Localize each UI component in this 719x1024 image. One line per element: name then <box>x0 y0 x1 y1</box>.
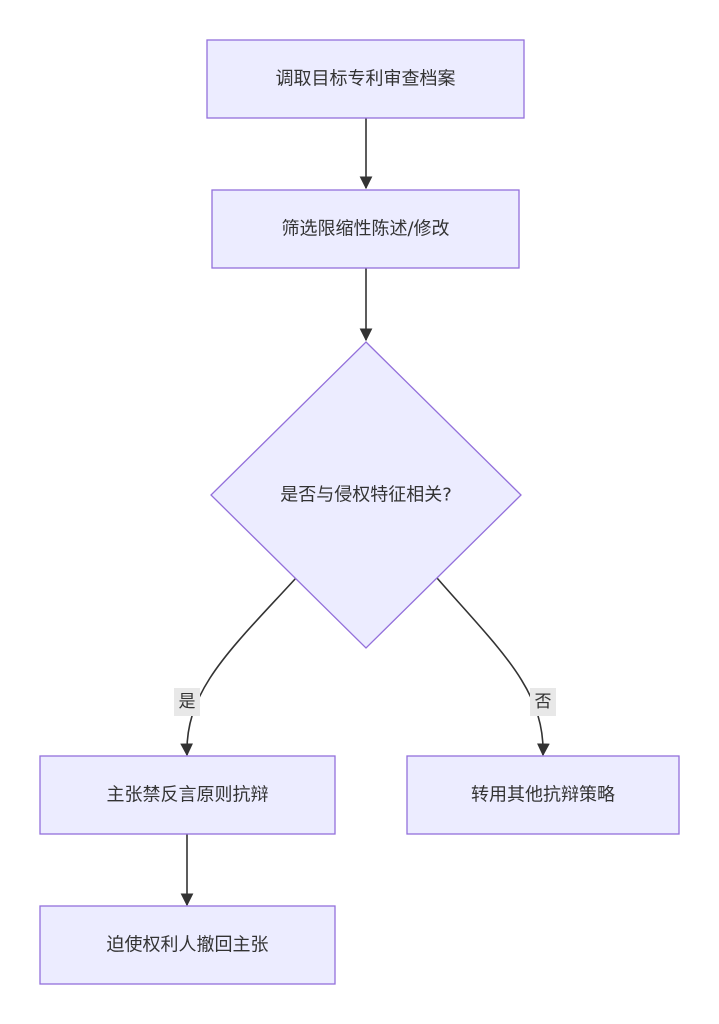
node-retrieve-file-label: 调取目标专利审查档案 <box>276 69 456 90</box>
edges <box>180 118 550 907</box>
node-filter-statements: 筛选限缩性陈述/修改 <box>211 189 520 269</box>
node-other-strategy-label: 转用其他抗辩策略 <box>471 785 615 806</box>
node-force-withdraw-label: 迫使权利人撤回主张 <box>107 935 269 956</box>
node-filter-statements-label: 筛选限缩性陈述/修改 <box>281 219 449 240</box>
node-retrieve-file: 调取目标专利审查档案 <box>206 39 525 119</box>
node-claim-estoppel-label: 主张禁反言原则抗辩 <box>107 785 269 806</box>
edge-label-yes-text: 是 <box>179 692 196 712</box>
edge-label-no-text: 否 <box>535 692 552 712</box>
edge-decision-to-other <box>436 577 550 757</box>
node-decision: 是否与侵权特征相关? <box>210 341 522 649</box>
node-decision-label: 是否与侵权特征相关? <box>280 485 452 506</box>
node-force-withdraw: 迫使权利人撤回主张 <box>39 905 336 985</box>
edge-label-yes: 是 <box>174 688 200 716</box>
node-claim-estoppel: 主张禁反言原则抗辩 <box>39 755 336 835</box>
node-other-strategy: 转用其他抗辩策略 <box>406 755 680 835</box>
edge-label-no: 否 <box>530 688 556 716</box>
edge-decision-to-estoppel <box>180 577 297 757</box>
